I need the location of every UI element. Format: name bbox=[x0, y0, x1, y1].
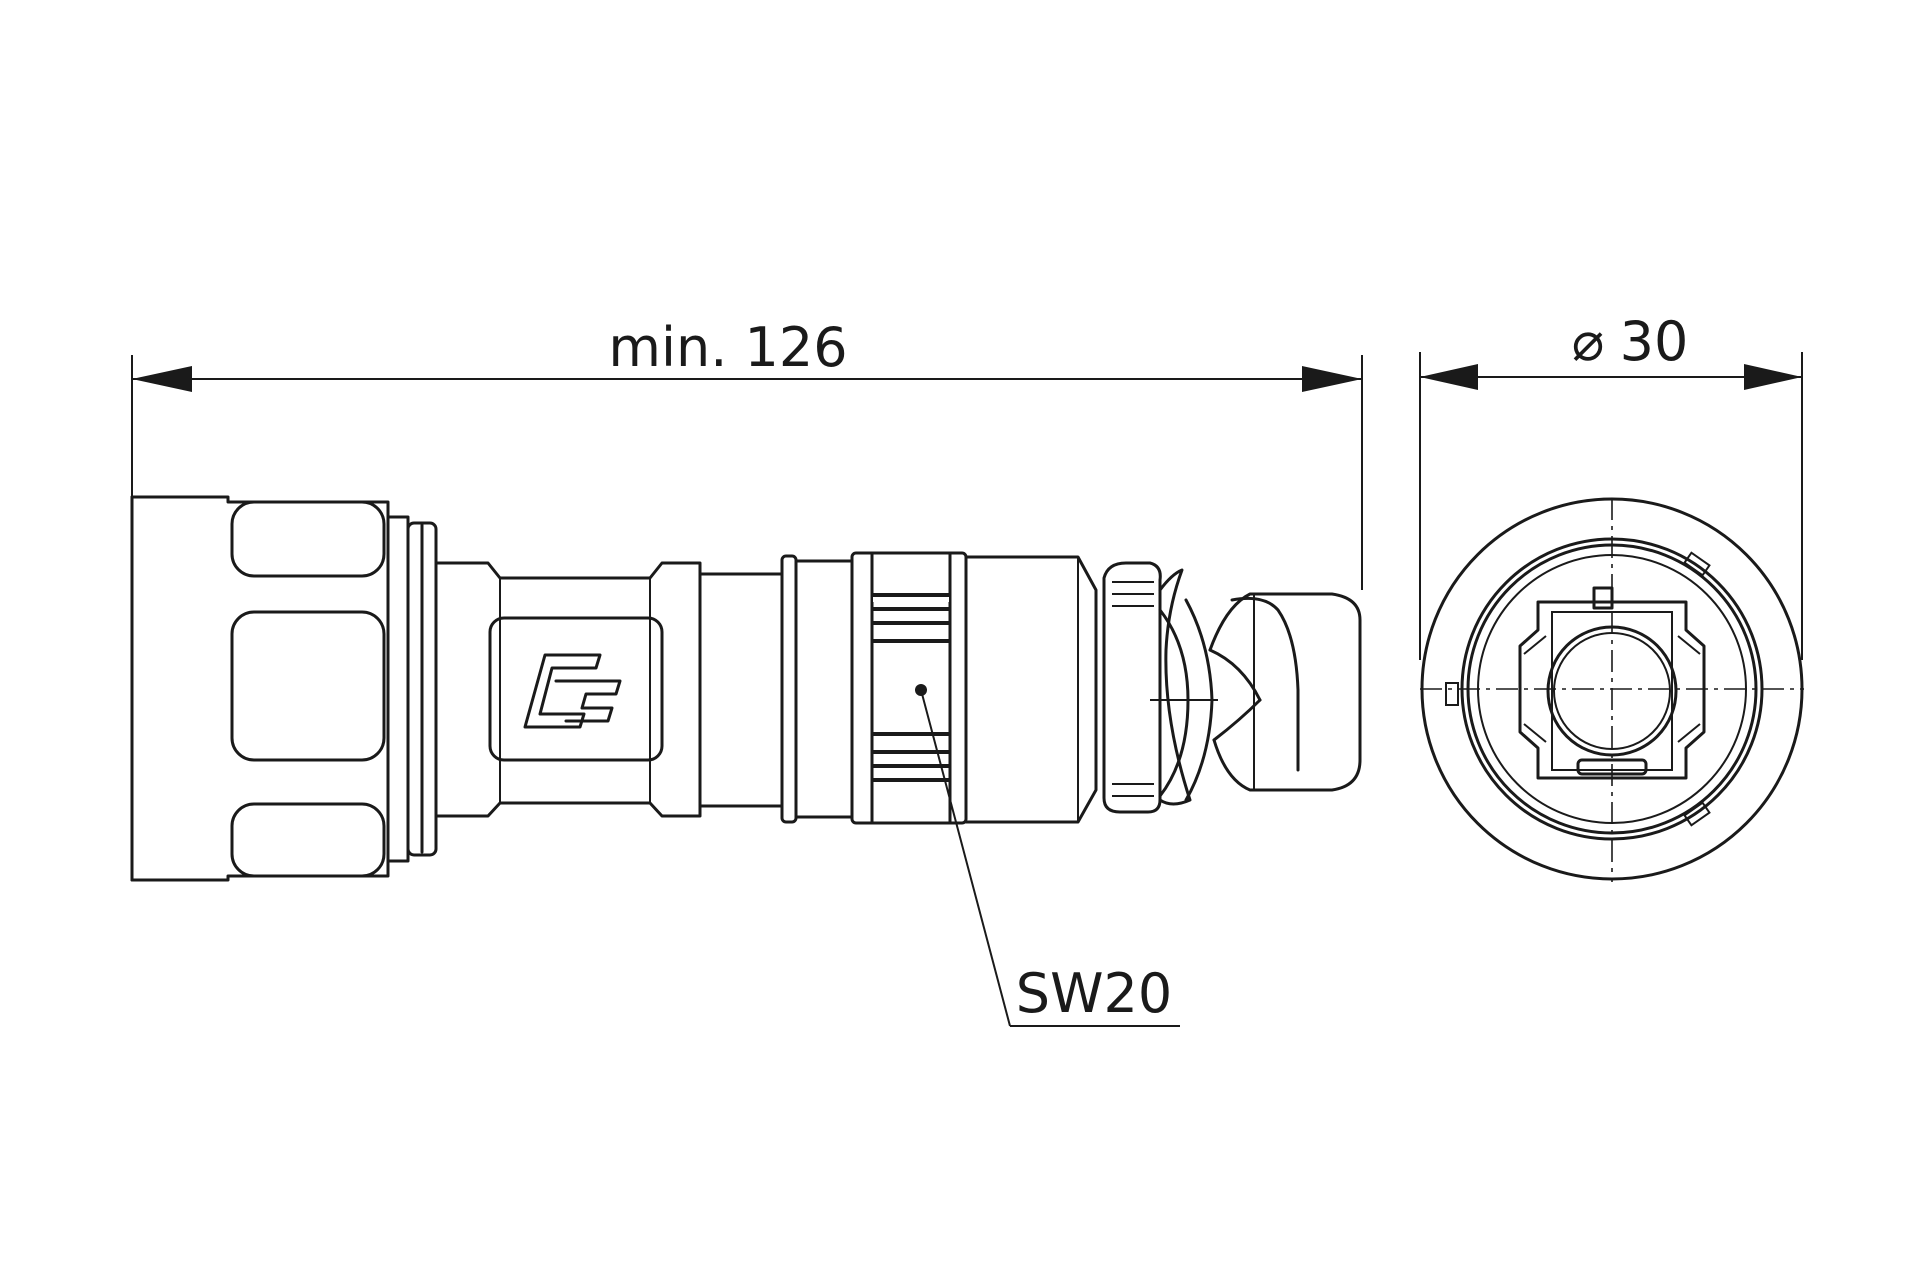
rear-cap bbox=[130, 495, 390, 882]
connector-side-view: SW20 bbox=[130, 495, 1362, 1027]
diameter-arrow-left bbox=[1420, 364, 1478, 390]
wrench-size-callout: SW20 bbox=[920, 689, 1180, 1027]
diameter-arrow-right bbox=[1744, 364, 1802, 390]
inner-housing bbox=[1518, 586, 1706, 780]
flange bbox=[386, 515, 438, 863]
diameter-dimension: ⌀ 30 bbox=[1419, 310, 1803, 660]
connector-end-view bbox=[1420, 497, 1804, 882]
wrench-nut bbox=[850, 551, 968, 825]
cap-lug-middle bbox=[230, 610, 386, 762]
cap-lug-top bbox=[230, 500, 386, 578]
thread-section bbox=[1102, 561, 1218, 814]
shaft bbox=[698, 554, 854, 824]
length-arrow-left bbox=[132, 366, 192, 392]
grip-body bbox=[434, 561, 702, 818]
length-arrow-right bbox=[1302, 366, 1362, 392]
diameter-symbol: ⌀ bbox=[1572, 310, 1605, 373]
wrench-size-label: SW20 bbox=[1016, 962, 1172, 1025]
length-label: min. 126 bbox=[608, 316, 847, 379]
cable-seal bbox=[1208, 592, 1362, 792]
length-dimension: min. 126 bbox=[131, 316, 1363, 590]
logo-plate bbox=[488, 616, 664, 762]
diameter-value: 30 bbox=[1620, 310, 1689, 373]
cap-lug-bottom bbox=[230, 802, 386, 878]
front-body bbox=[964, 555, 1098, 824]
coupling-logo bbox=[523, 653, 622, 729]
